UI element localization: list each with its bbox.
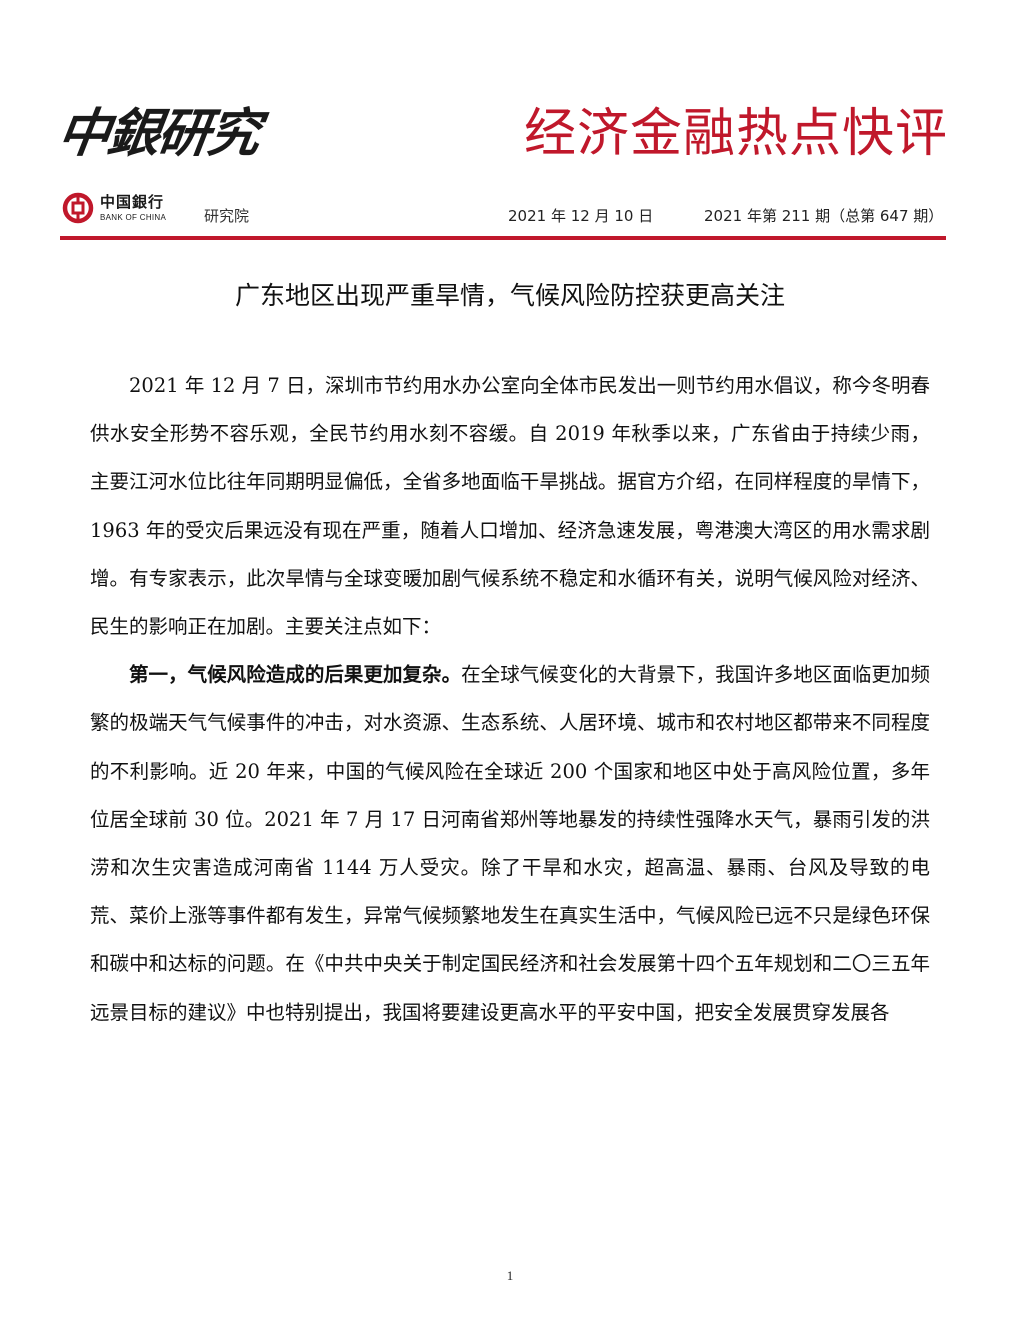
page-number: 1 (506, 1268, 514, 1283)
publication-date: 2021 年 12 月 10 日 (508, 207, 654, 225)
issue-number: 2021 年第 211 期（总第 647 期） (704, 207, 944, 225)
paragraph: 2021 年 12 月 7 日，深圳市节约用水办公室向全体市民发出一则节约用水倡… (90, 362, 930, 651)
header-divider (60, 236, 946, 240)
paragraph-lead: 第一，气候风险造成的后果更加复杂。 (129, 663, 462, 687)
calligraphy-logo: 中銀研究 (53, 103, 263, 164)
brand-name-en: BANK OF CHINA (100, 212, 167, 222)
bank-of-china-logo: 中国銀行 BANK OF CHINA (62, 192, 166, 224)
paragraph-text: 在全球气候变化的大背景下，我国许多地区面临更加频繁的极端天气气候事件的冲击，对水… (90, 663, 930, 1024)
institute-label: 研究院 (204, 207, 250, 225)
body-text: 2021 年 12 月 7 日，深圳市节约用水办公室向全体市民发出一则节约用水倡… (90, 362, 930, 1037)
paragraph: 第一，气候风险造成的后果更加复杂。在全球气候变化的大背景下，我国许多地区面临更加… (90, 651, 930, 1037)
bank-of-china-emblem-icon (62, 192, 94, 224)
paragraph-text: 2021 年 12 月 7 日，深圳市节约用水办公室向全体市民发出一则节约用水倡… (90, 374, 930, 639)
brand-name-cn: 中国銀行 (100, 192, 165, 211)
series-title: 经济金融热点快评 (523, 104, 948, 164)
document-title: 广东地区出现严重旱情，气候风险防控获更高关注 (234, 281, 785, 310)
